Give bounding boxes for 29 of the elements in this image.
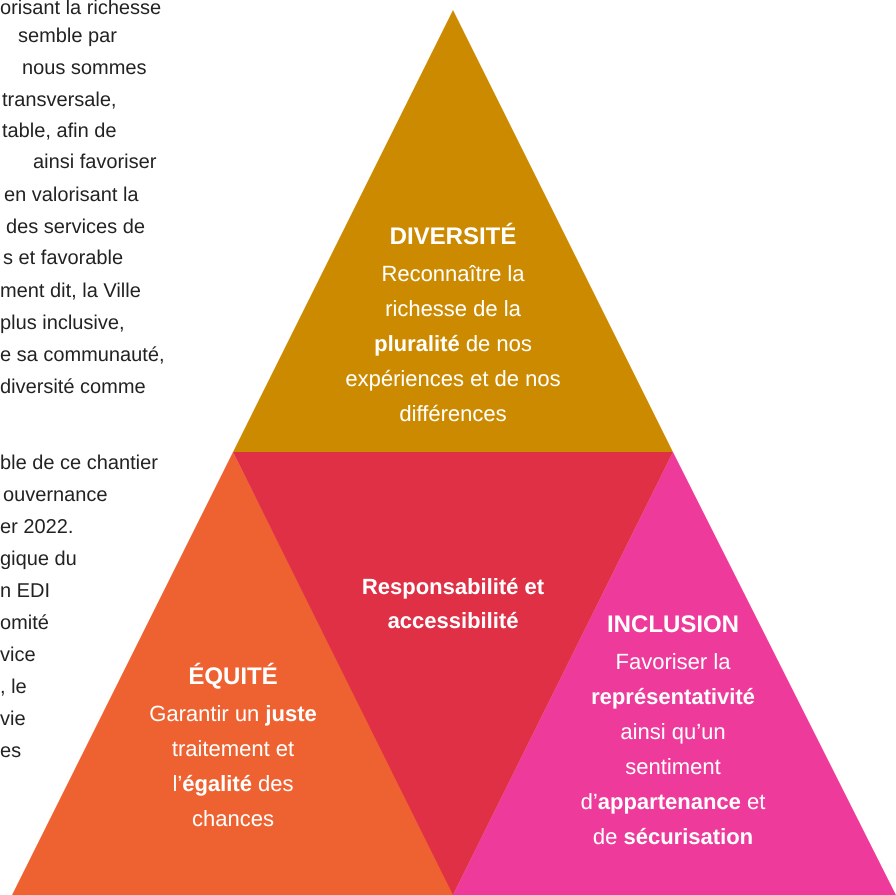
paragraph-fragment: e sa communauté, [0, 343, 165, 367]
paragraph-fragment: plus inclusive, [0, 311, 125, 335]
paragraph-fragment: ouvernance [3, 483, 108, 507]
paragraph-fragment: n EDI [0, 579, 50, 603]
section-heading: DIVERSITÉ [388, 222, 518, 252]
paragraph-fragment: vie [0, 707, 26, 731]
paragraph-fragment: ment dit, la Ville [0, 279, 141, 303]
paragraph-fragment: vice [0, 643, 36, 667]
section-description: Reconnaître la richesse de la pluralité de nos expériences et de nos différences [344, 260, 562, 428]
section-heading: ÉQUITÉ [187, 662, 279, 692]
paragraph-fragment: diversité comme [0, 375, 146, 399]
paragraph-fragment: omité [0, 611, 49, 635]
paragraph-fragment: s et favorable [3, 246, 124, 270]
section-description: Garantir un juste traitement et l’égalité des chances [148, 700, 318, 833]
paragraph-fragment: gique du [0, 547, 77, 571]
section-heading: INCLUSION [606, 610, 740, 640]
section-title: Responsabilité et accessibilité [360, 573, 546, 635]
paragraph-fragment: es [0, 739, 22, 763]
section-description: Favoriser la représentativité ainsi qu’un sentiment d’appartenance et de sécurisation [580, 648, 766, 851]
paragraph-fragment: transversale, [2, 88, 116, 112]
paragraph-fragment: nous sommes [22, 56, 146, 80]
paragraph-fragment: semble par [18, 24, 117, 48]
paragraph-fragment: en valorisant la [4, 183, 139, 207]
paragraph-fragment: ble de ce chantier [0, 451, 158, 475]
paragraph-fragment: des services de [6, 215, 145, 239]
paragraph-fragment: , le [0, 675, 27, 699]
paragraph-fragment: table, afin de [2, 119, 117, 143]
paragraph-fragment: ainsi favoriser [33, 150, 156, 174]
paragraph-fragment: er 2022. [0, 515, 74, 539]
